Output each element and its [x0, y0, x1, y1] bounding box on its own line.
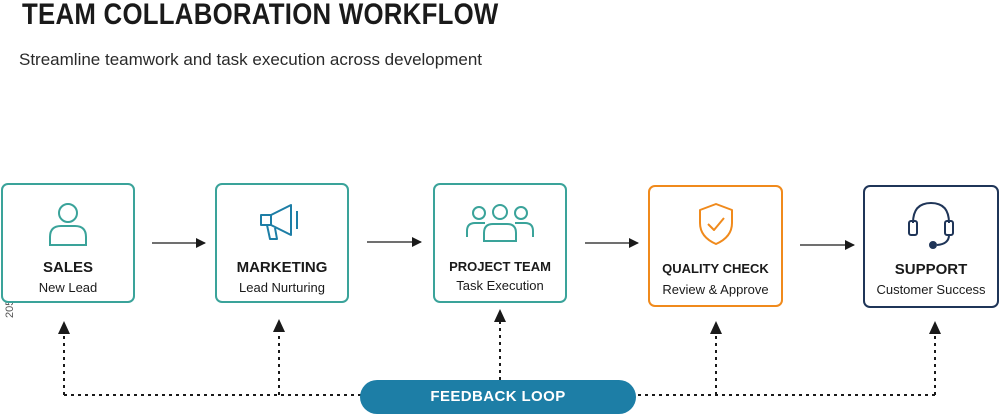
step-sales: SALES New Lead: [1, 183, 135, 303]
feedback-arrowheads: [58, 309, 941, 334]
person-icon: [49, 203, 87, 246]
step-description: Lead Nurturing: [239, 280, 325, 295]
step-support: SUPPORT Customer Success: [863, 185, 999, 308]
step-label: PROJECT TEAM: [449, 259, 551, 274]
step-label: SALES: [42, 259, 93, 276]
step-label: MARKETING: [236, 259, 328, 276]
arrowhead-sales: [58, 321, 70, 334]
arrowhead-quality: [710, 321, 722, 334]
step-project-team: PROJECT TEAM Task Execution: [433, 183, 567, 303]
step-label: QUALITY CHECK: [662, 261, 769, 276]
arrowhead-marketing: [273, 319, 285, 332]
flow-arrows: [152, 237, 855, 250]
arrowhead-support: [929, 321, 941, 334]
step-description: Customer Success: [876, 282, 986, 297]
page-title: TEAM COLLABORATION WORKFLOW: [22, 0, 499, 31]
step-marketing: MARKETING Lead Nurturing: [215, 183, 349, 303]
arrowhead-project: [494, 309, 506, 322]
step-description: New Lead: [38, 280, 98, 295]
shield-check-icon: [698, 203, 733, 245]
step-description: Task Execution: [456, 278, 544, 293]
feedback-loop-pill: FEEDBACK LOOP: [360, 380, 636, 414]
page-subtitle: Streamline teamwork and task execution a…: [19, 50, 483, 69]
team-icon: [466, 204, 534, 242]
step-label: SUPPORT: [894, 261, 968, 278]
step-description: Review & Approve: [662, 282, 769, 297]
megaphone-icon: [260, 204, 298, 240]
headset-icon: [908, 202, 954, 249]
step-quality-check: QUALITY CHECK Review & Approve: [648, 185, 783, 307]
